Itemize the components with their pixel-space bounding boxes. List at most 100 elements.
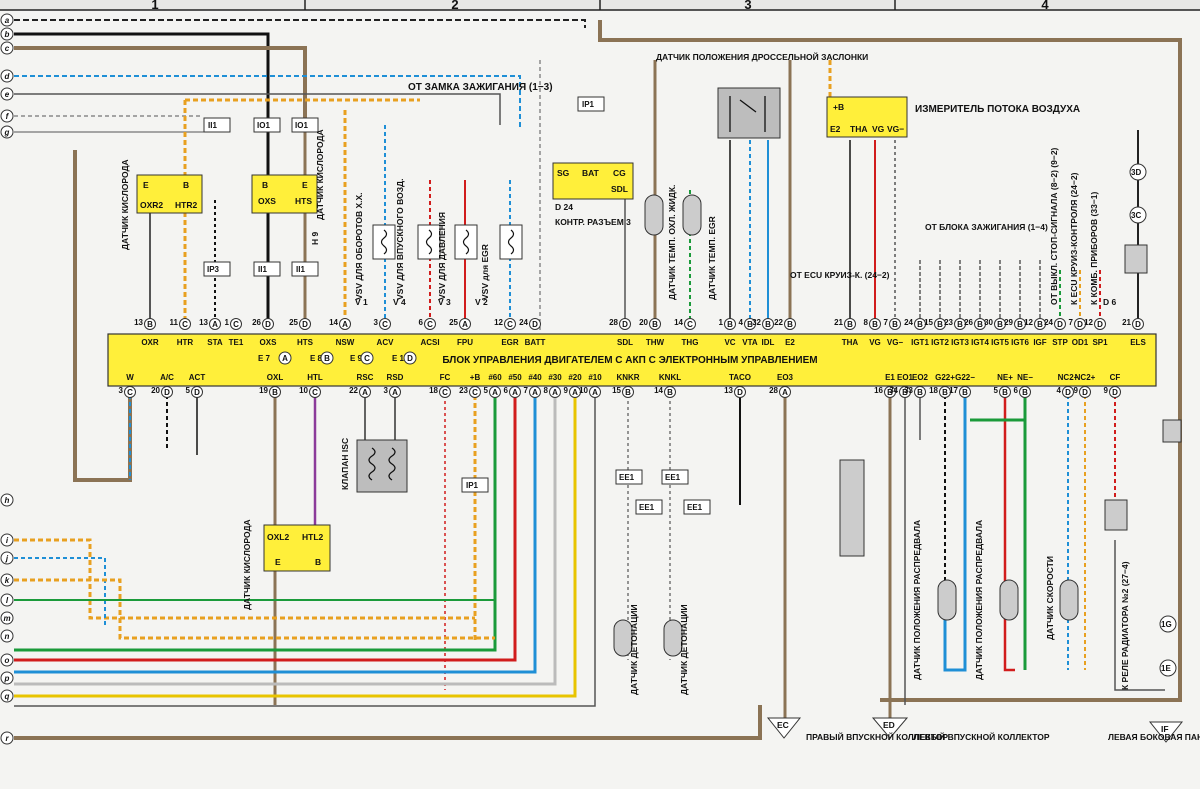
pin-connector — [359, 386, 371, 398]
pin-connector-letter: D — [265, 320, 271, 329]
pin-connector-letter: D — [194, 388, 200, 397]
wire-tag-q — [0, 689, 14, 703]
sensor-shapes — [613, 194, 1079, 657]
ecu-connector-letter: C — [364, 354, 370, 363]
svg-text:HTL2: HTL2 — [302, 532, 324, 542]
pin-connector — [1132, 318, 1144, 330]
svg-text:OXS: OXS — [258, 196, 276, 206]
svg-text:E: E — [143, 180, 149, 190]
pin-number: 16 — [874, 386, 883, 395]
control-connector-module: SG BAT CG SDL — [552, 162, 634, 200]
wire-tag-letter: e — [5, 90, 10, 99]
svg-text:E: E — [302, 180, 308, 190]
pin-number: 12 — [1084, 318, 1093, 327]
pin-connector-letter: C — [472, 388, 478, 397]
pin-connector — [1019, 386, 1031, 398]
pin-connector — [439, 386, 451, 398]
text-labels: ОТ ЗАМКА ЗАЖИГАНИЯ (1−3) ИЗМЕРИТЕЛЬ ПОТО… — [120, 82, 1200, 742]
pin-name: +B — [470, 373, 481, 382]
pin-name: NSW — [336, 338, 355, 347]
pin-name: OXS — [260, 338, 278, 347]
pin-name: VC — [724, 338, 735, 347]
pin-number: 1 — [225, 318, 230, 327]
pin-number: 15 — [924, 318, 933, 327]
pin-name: OXL — [267, 373, 284, 382]
ecu-bottom-pin: NE+B5 — [994, 373, 1013, 398]
pin-connector-letter: B — [1037, 320, 1043, 329]
pin-connector-letter: B — [1002, 388, 1008, 397]
pin-name: TACO — [729, 373, 751, 382]
pin-number: 34 — [889, 386, 898, 395]
svg-text:EE1: EE1 — [665, 473, 681, 482]
svg-text:CG: CG — [613, 168, 626, 178]
pin-connector — [1094, 318, 1106, 330]
svg-text:H 9: H 9 — [310, 232, 320, 246]
pin-connector-letter: B — [902, 388, 908, 397]
pin-number: 7 — [884, 318, 889, 327]
pin-connector — [209, 318, 221, 330]
pin-name: IGT2 — [931, 338, 949, 347]
svg-text:3C: 3C — [1131, 211, 1141, 220]
pin-number: 23 — [944, 318, 953, 327]
wire-tag-letter: i — [6, 536, 9, 545]
ecu-bottom-pin: G22−B17 — [949, 373, 975, 398]
pin-connector-letter: D — [164, 388, 170, 397]
ecu-connector-code: E 8 — [310, 354, 323, 363]
pin-number: 23 — [459, 386, 468, 395]
pin-number: 20 — [639, 318, 648, 327]
pin-connector-letter: B — [977, 320, 983, 329]
pin-number: 26 — [964, 318, 973, 327]
svg-text:ДАТЧИК ТЕМП. ОХЛ. ЖИДК.: ДАТЧИК ТЕМП. ОХЛ. ЖИДК. — [667, 185, 677, 300]
pin-name: #60 — [488, 373, 502, 382]
svg-text:ОТ ЗАМКА ЗАЖИГАНИЯ (1−3): ОТ ЗАМКА ЗАЖИГАНИЯ (1−3) — [408, 82, 553, 93]
svg-text:II1: II1 — [296, 265, 305, 274]
wire-tag-f — [0, 109, 14, 123]
pin-name: VG — [869, 338, 881, 347]
pin-connector-letter: A — [392, 388, 398, 397]
svg-text:К ECU КРУИЗ-КОНТРОЛЯ (24−2): К ECU КРУИЗ-КОНТРОЛЯ (24−2) — [1069, 172, 1079, 305]
pin-connector-letter: A — [592, 388, 598, 397]
svg-text:EC: EC — [777, 720, 789, 730]
pin-name: ACSI — [420, 338, 439, 347]
svg-text:ЛЕВЫЙ ВПУСКНОЙ КОЛЛЕКТОР: ЛЕВЫЙ ВПУСКНОЙ КОЛЛЕКТОР — [913, 731, 1050, 742]
pin-connector — [262, 318, 274, 330]
svg-text:ДАТЧИК ДЕТОНАЦИИ: ДАТЧИК ДЕТОНАЦИИ — [629, 604, 639, 695]
pin-number: 5 — [186, 386, 191, 395]
wire-tag-c — [0, 41, 14, 55]
pin-connector — [339, 318, 351, 330]
pin-number: 14 — [329, 318, 338, 327]
pin-number: 25 — [289, 318, 298, 327]
pin-name: EO3 — [777, 373, 794, 382]
pin-number: 14 — [654, 386, 663, 395]
wire-tag-letter: m — [3, 614, 10, 623]
pin-number: 4 — [1057, 386, 1062, 395]
svg-text:OXR2: OXR2 — [140, 200, 163, 210]
column-3: 3 — [744, 0, 751, 12]
pin-connector — [954, 318, 966, 330]
pin-number: 28 — [769, 386, 778, 395]
pin-name: NC2− — [1058, 373, 1079, 382]
svg-text:+B: +B — [833, 102, 844, 112]
oxygen-sensor-left-top-module: B E OXS HTS — [251, 174, 318, 214]
pin-connector — [734, 386, 746, 398]
